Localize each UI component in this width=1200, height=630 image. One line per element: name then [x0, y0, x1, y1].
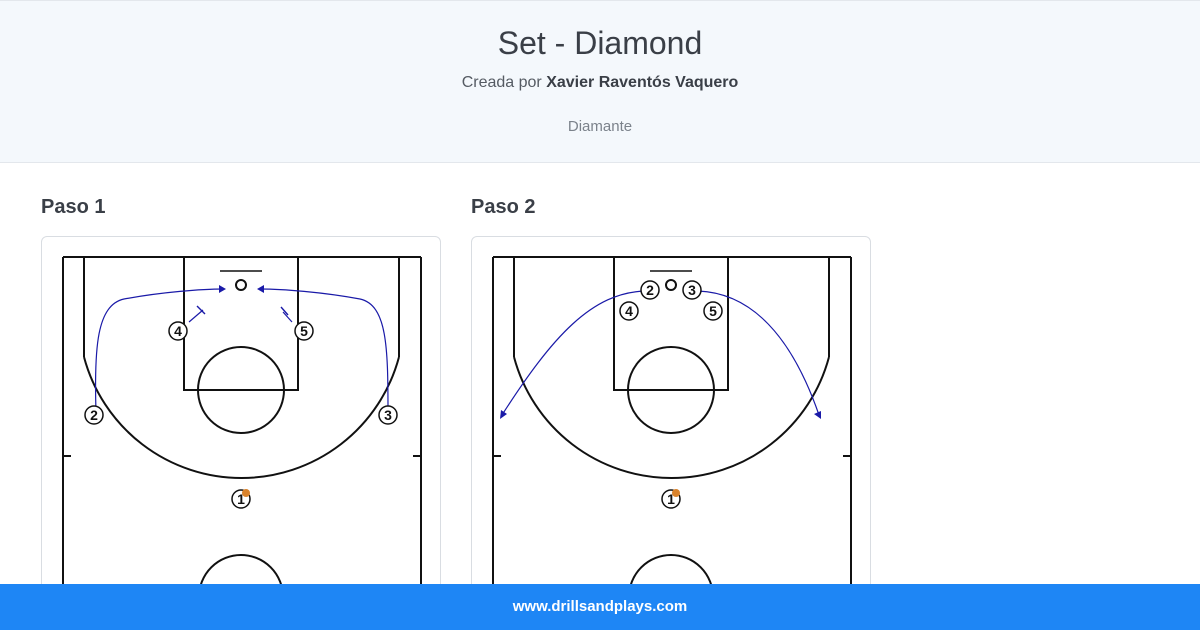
- step-1-court: 1 2 3 4 5: [62, 256, 422, 595]
- player-4[interactable]: 4: [168, 321, 188, 341]
- player-1[interactable]: 1: [231, 489, 251, 509]
- player-5[interactable]: 5: [703, 301, 723, 321]
- step-1: Paso 1: [41, 196, 441, 596]
- step-2-court: 1 2 3 4 5: [492, 256, 852, 595]
- page-header: Set - Diamond Creada por Xavier Raventós…: [0, 0, 1200, 163]
- player-1[interactable]: 1: [661, 489, 681, 509]
- site-footer[interactable]: www.drillsandplays.com: [0, 584, 1200, 630]
- player-3-label: 3: [688, 282, 696, 298]
- step-2: Paso 2: [471, 196, 871, 596]
- player-4-label: 4: [625, 303, 633, 319]
- player-3-label: 3: [384, 407, 392, 423]
- category-tag[interactable]: Diamante: [567, 118, 633, 135]
- player-5-label: 5: [709, 303, 717, 319]
- player-2-label: 2: [90, 407, 98, 423]
- player-1-label: 1: [667, 491, 675, 507]
- player-5-label: 5: [300, 323, 308, 339]
- player-2[interactable]: 2: [84, 405, 104, 425]
- player-5[interactable]: 5: [294, 321, 314, 341]
- created-by-label: Creada por: [461, 74, 542, 91]
- player-3[interactable]: 3: [378, 405, 398, 425]
- player-4[interactable]: 4: [619, 301, 639, 321]
- step-2-title: Paso 2: [471, 196, 536, 218]
- player-2-label: 2: [646, 282, 654, 298]
- play-title: Set - Diamond: [497, 25, 703, 61]
- footer-site-link[interactable]: www.drillsandplays.com: [512, 598, 688, 615]
- step-1-diagram[interactable]: 1 2 3 4 5: [41, 236, 441, 596]
- player-4-label: 4: [174, 323, 182, 339]
- player-1-label: 1: [237, 491, 245, 507]
- author-line: Creada por Xavier Raventós Vaquero: [0, 74, 1200, 92]
- player-2[interactable]: 2: [640, 280, 660, 300]
- step-2-diagram[interactable]: 1 2 3 4 5: [471, 236, 871, 596]
- step-1-title: Paso 1: [41, 196, 106, 218]
- author-name[interactable]: Xavier Raventós Vaquero: [546, 74, 739, 91]
- player-3[interactable]: 3: [682, 280, 702, 300]
